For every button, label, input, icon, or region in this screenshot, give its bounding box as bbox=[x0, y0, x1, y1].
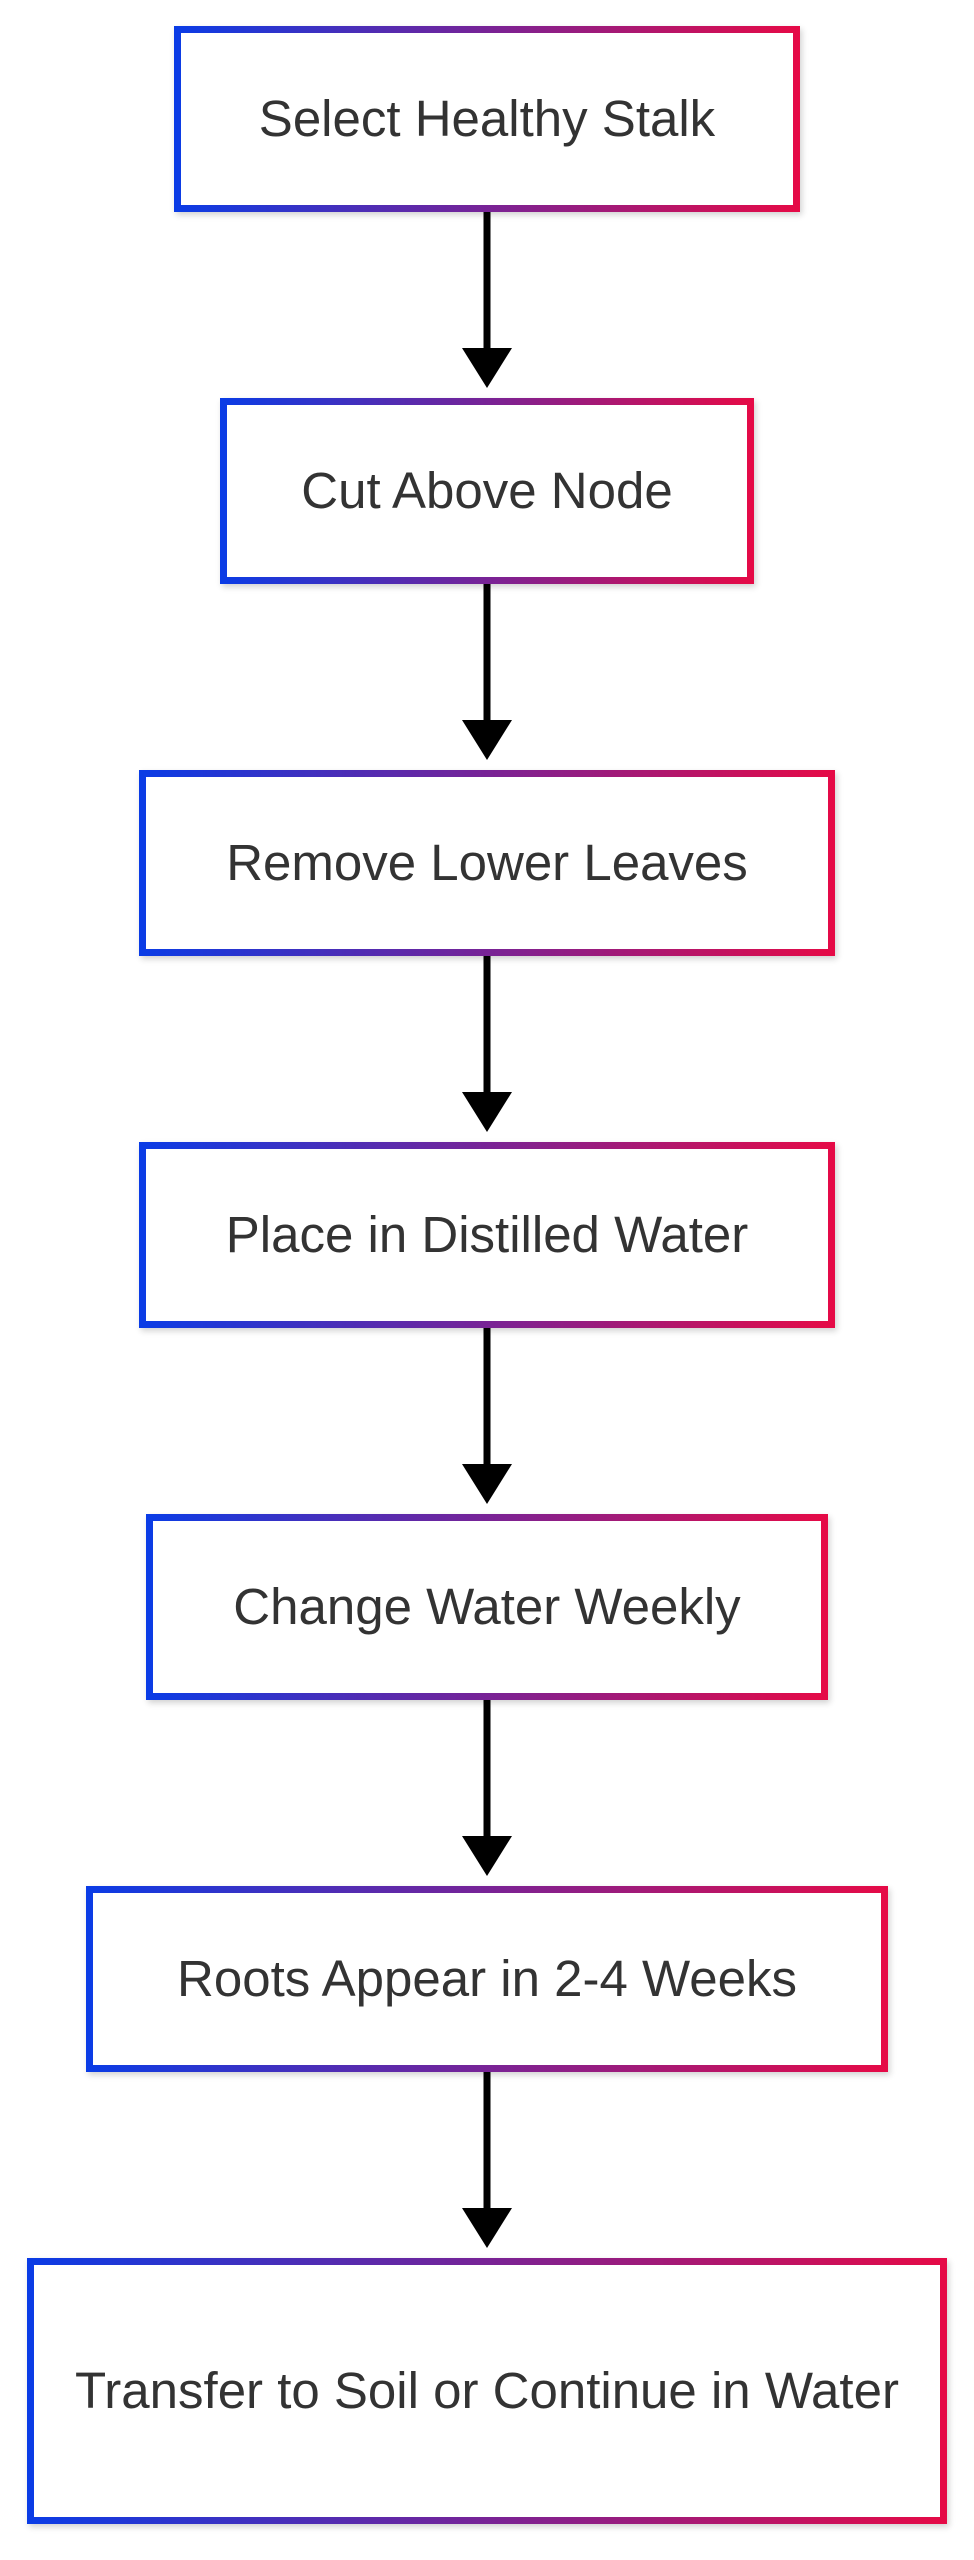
step-label: Select Healthy Stalk bbox=[258, 90, 716, 147]
arrow-3 bbox=[462, 955, 512, 1132]
step-remove-lower-leaves: Remove Lower Leaves bbox=[139, 770, 835, 956]
step-label: Remove Lower Leaves bbox=[226, 834, 748, 891]
arrow-5 bbox=[462, 1699, 512, 1876]
arrow-6 bbox=[462, 2071, 512, 2248]
arrow-2 bbox=[462, 583, 512, 760]
step-roots-appear: Roots Appear in 2-4 Weeks bbox=[86, 1886, 888, 2072]
step-label: Cut Above Node bbox=[301, 462, 673, 519]
step-transfer-to-soil: Transfer to Soil or Continue in Water bbox=[27, 2258, 947, 2524]
step-change-water-weekly: Change Water Weekly bbox=[146, 1514, 828, 1700]
step-label: Place in Distilled Water bbox=[225, 1206, 749, 1263]
step-place-in-distilled-water: Place in Distilled Water bbox=[139, 1142, 835, 1328]
step-label: Transfer to Soil or Continue in Water bbox=[75, 2362, 899, 2419]
step-select-healthy-stalk: Select Healthy Stalk bbox=[174, 26, 800, 212]
step-cut-above-node: Cut Above Node bbox=[220, 398, 754, 584]
arrow-1 bbox=[462, 212, 512, 388]
step-label: Change Water Weekly bbox=[233, 1578, 741, 1635]
arrow-4 bbox=[462, 1327, 512, 1504]
step-label: Roots Appear in 2-4 Weeks bbox=[177, 1950, 797, 2007]
